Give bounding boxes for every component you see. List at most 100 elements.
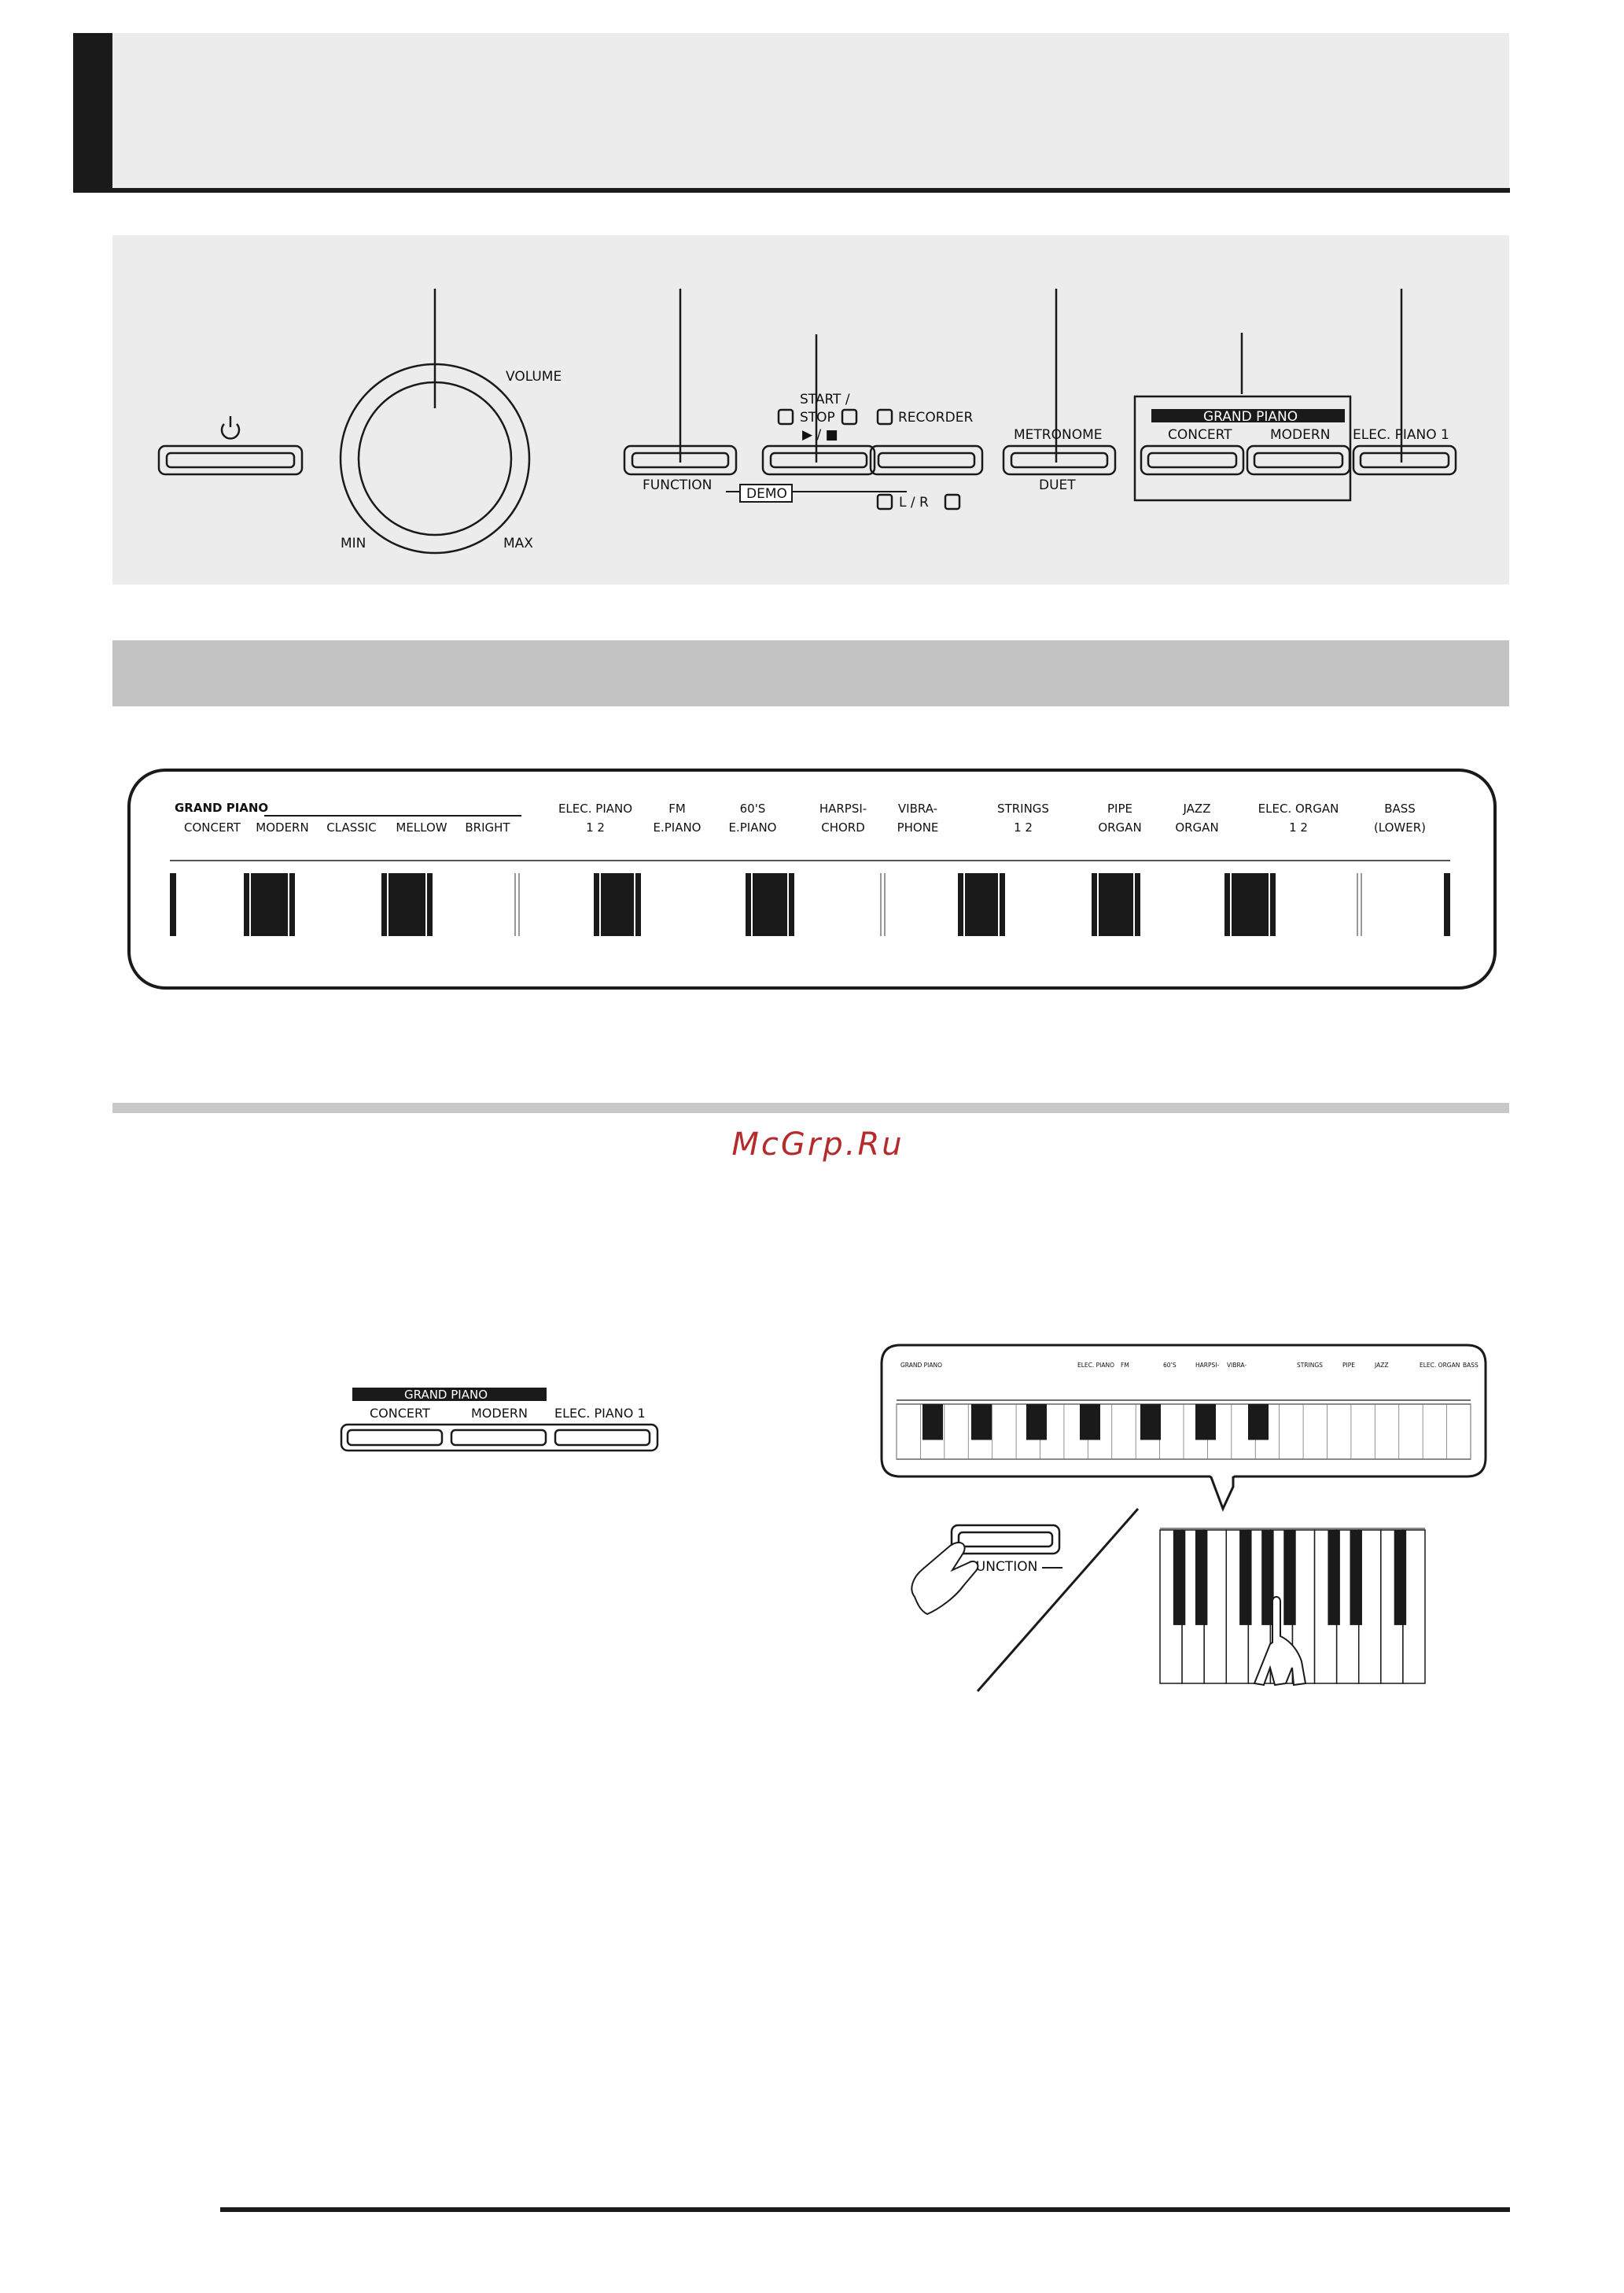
tone-label: STRINGS xyxy=(997,802,1049,816)
illus-grand-piano-label: GRAND PIANO xyxy=(404,1388,488,1402)
tone-label-line2: E.PIANO xyxy=(728,820,776,835)
tone-label: HARPSI- xyxy=(819,802,867,816)
tone-label-line2: CHORD xyxy=(821,820,865,835)
tone-label-line2: 1 2 xyxy=(586,820,605,835)
power-button[interactable] xyxy=(157,444,304,476)
tone-label: ELEC. ORGAN xyxy=(1258,802,1339,816)
l-lamp xyxy=(876,493,893,511)
mini-black-key xyxy=(1248,1404,1269,1440)
illus-elec-piano1-label: ELEC. PIANO 1 xyxy=(554,1406,646,1421)
mini-tone-label: BASS xyxy=(1463,1362,1479,1369)
black-key[interactable] xyxy=(1350,1530,1362,1625)
mini-tone-label: ELEC. PIANO xyxy=(1077,1362,1114,1369)
metronome-button[interactable] xyxy=(1002,444,1117,476)
tone-group-label: GRAND PIANO xyxy=(175,801,268,815)
start-stop-lamp-left xyxy=(777,408,794,426)
illus-modern-label: MODERN xyxy=(471,1406,528,1421)
black-key[interactable] xyxy=(1195,1530,1208,1625)
elec-piano1-button[interactable] xyxy=(1352,444,1457,476)
tone-label: BRIGHT xyxy=(465,820,510,835)
illus-function-button[interactable] xyxy=(950,1524,1061,1555)
mini-tone-label: VIBRA- xyxy=(1227,1362,1247,1369)
tone-label-line2: 1 2 xyxy=(1014,820,1033,835)
white-key[interactable] xyxy=(1358,1529,1382,1684)
right-hand-icon xyxy=(1253,1596,1307,1687)
start-stop-symbol: ▶ / ■ xyxy=(802,427,838,443)
power-icon xyxy=(220,416,241,440)
mini-black-key xyxy=(1195,1404,1216,1440)
title-bar-marker xyxy=(73,33,112,192)
concert-button[interactable] xyxy=(1140,444,1245,476)
mini-tone-label: FM xyxy=(1121,1362,1129,1369)
tone-label: VIBRA- xyxy=(898,802,937,816)
volume-label: VOLUME xyxy=(506,369,562,385)
mini-black-key xyxy=(1080,1404,1100,1440)
mini-tone-label: HARPSI- xyxy=(1195,1362,1219,1369)
mini-black-key xyxy=(922,1404,943,1440)
title-bar-underline xyxy=(73,188,1510,193)
tone-label: FM xyxy=(668,802,686,816)
volume-min-label: MIN xyxy=(341,536,366,551)
mini-black-key xyxy=(1026,1404,1047,1440)
control-panel-diagram: VOLUME MIN MAX FUNCTION DEMO START / STO… xyxy=(112,235,1509,584)
black-key[interactable] xyxy=(381,873,433,936)
edge-black-key[interactable] xyxy=(1444,873,1450,936)
illus-concert-label: CONCERT xyxy=(370,1406,430,1421)
black-key[interactable] xyxy=(1328,1530,1340,1625)
black-key[interactable] xyxy=(746,873,794,936)
modern-button[interactable] xyxy=(1246,444,1351,476)
function-keypress-illustration: GRAND PIANO ELEC. PIANO FM 60’S HARPSI- VIBRA… xyxy=(877,1337,1490,1731)
lr-label: L / R xyxy=(899,495,929,511)
start-stop-button[interactable] xyxy=(761,444,876,476)
metronome-label: METRONOME xyxy=(1014,427,1103,443)
demo-label: DEMO xyxy=(746,486,787,502)
mini-tone-label: PIPE xyxy=(1342,1362,1355,1369)
tone-label-line2: PHONE xyxy=(897,820,939,835)
black-key[interactable] xyxy=(1394,1530,1407,1625)
volume-max-label: MAX xyxy=(503,536,533,551)
recorder-label: RECORDER xyxy=(898,410,973,426)
footer-rule xyxy=(220,2207,1510,2212)
black-key[interactable] xyxy=(1173,1530,1186,1625)
illus-function-label: FUNCTION xyxy=(968,1559,1037,1575)
grand-piano-group-frame xyxy=(1133,395,1352,502)
concert-label: CONCERT xyxy=(1168,427,1232,443)
title-bar xyxy=(112,33,1509,190)
recorder-lamp xyxy=(876,408,893,426)
black-key[interactable] xyxy=(1283,1530,1296,1625)
illus-modern-button[interactable] xyxy=(450,1429,547,1447)
mini-tone-label: GRAND PIANO xyxy=(900,1362,942,1369)
duet-label: DUET xyxy=(1039,477,1076,493)
recorder-button[interactable] xyxy=(869,444,984,476)
edge-black-key[interactable] xyxy=(170,873,176,936)
function-label: FUNCTION xyxy=(643,477,712,493)
left-hand-icon xyxy=(911,1541,979,1616)
tone-label: CONCERT xyxy=(184,820,241,835)
illus-elec-piano1-button[interactable] xyxy=(554,1429,651,1447)
black-key[interactable] xyxy=(244,873,295,936)
white-key[interactable] xyxy=(1203,1529,1227,1684)
grand-piano-label: GRAND PIANO xyxy=(1203,409,1298,425)
r-lamp xyxy=(944,493,961,511)
section-divider xyxy=(112,1103,1509,1113)
mini-tone-label: ELEC. ORGAN xyxy=(1420,1362,1460,1369)
tone-label: PIPE xyxy=(1107,802,1132,816)
black-key[interactable] xyxy=(1261,1530,1274,1625)
black-key[interactable] xyxy=(1224,873,1276,936)
black-key[interactable] xyxy=(1092,873,1140,936)
grand-piano-buttons-illustration: GRAND PIANO CONCERT MODERN ELEC. PIANO 1 xyxy=(338,1384,661,1463)
illus-concert-button[interactable] xyxy=(346,1429,444,1447)
section-header xyxy=(112,640,1509,706)
tone-label: MELLOW xyxy=(396,820,447,835)
black-key[interactable] xyxy=(958,873,1005,936)
elec-piano1-label: ELEC. PIANO 1 xyxy=(1353,427,1449,443)
mini-black-key xyxy=(1140,1404,1161,1440)
tone-label: 60'S xyxy=(740,802,766,816)
mini-tone-label: 60’S xyxy=(1163,1362,1177,1369)
white-key[interactable] xyxy=(1402,1529,1426,1684)
tone-label-line2: E.PIANO xyxy=(653,820,701,835)
black-key[interactable] xyxy=(594,873,641,936)
black-key[interactable] xyxy=(1239,1530,1252,1625)
start-stop-label-line2: STOP xyxy=(800,410,835,426)
start-stop-label-line1: START / xyxy=(800,392,850,407)
